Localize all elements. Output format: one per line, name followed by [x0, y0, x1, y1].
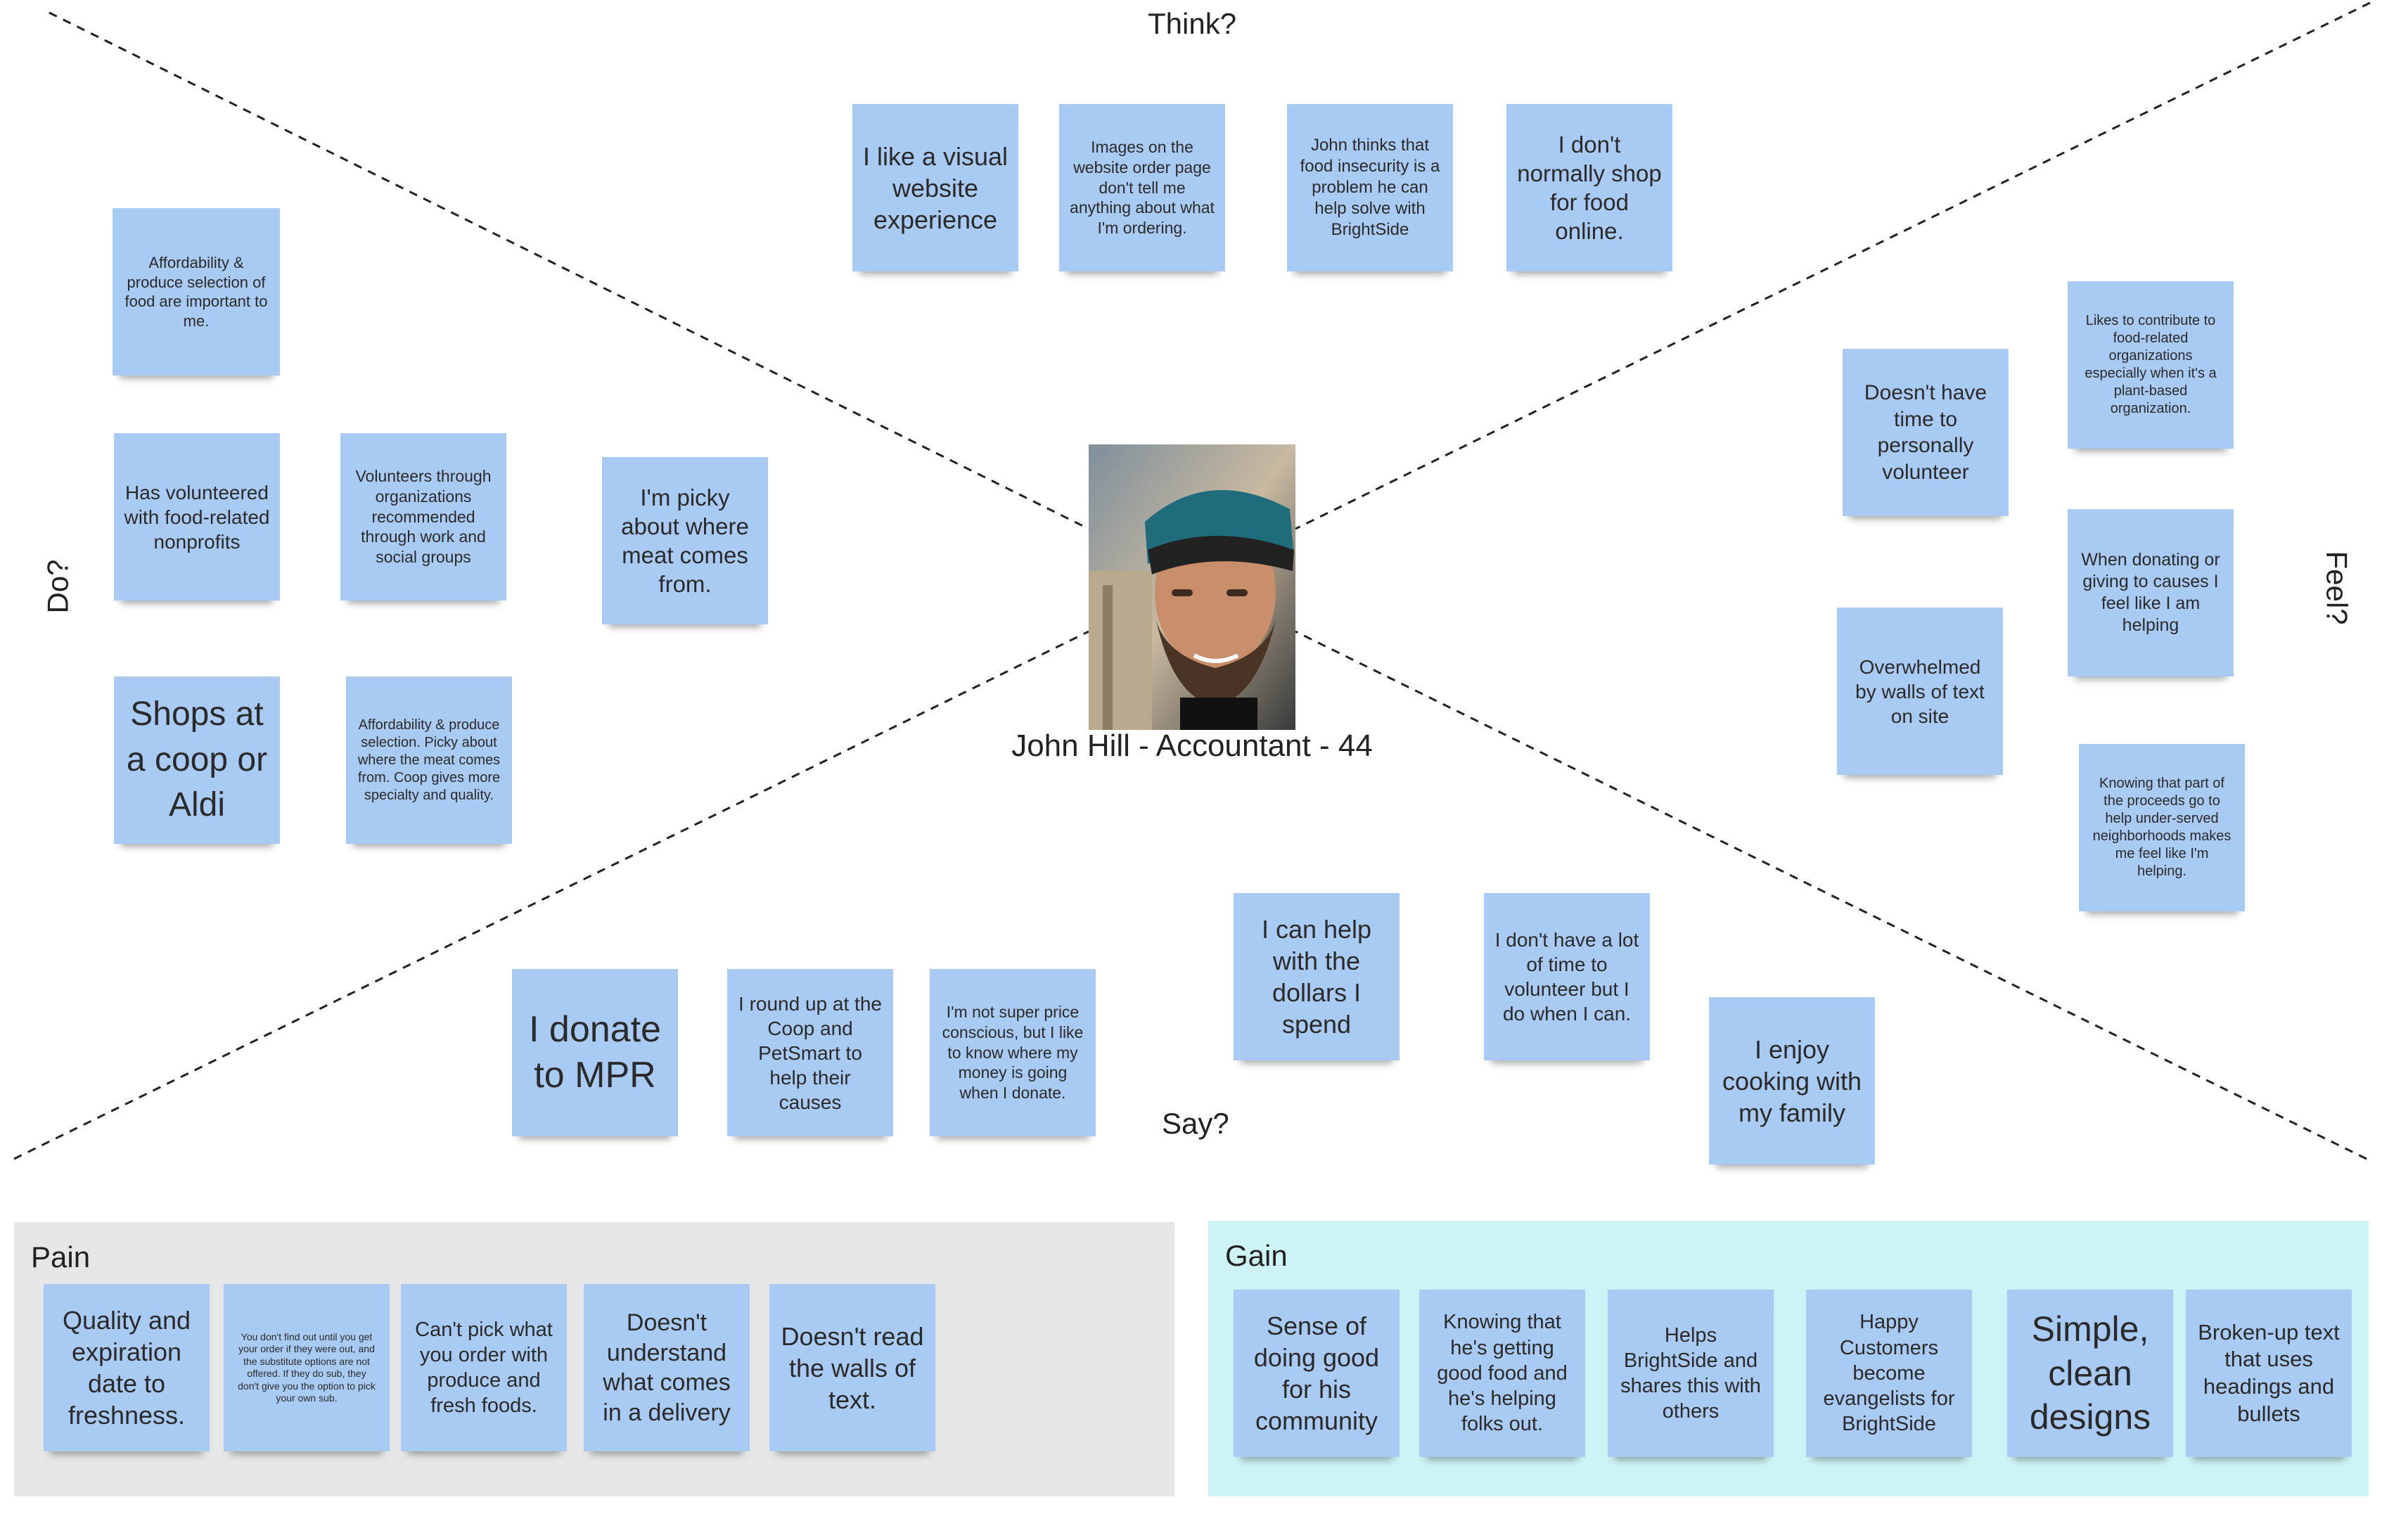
note-text: You don't find out until you get your or…	[238, 1330, 376, 1404]
say-label: Say?	[1162, 1107, 1229, 1140]
say-note[interactable]: I don't have a lot of time to volunteer …	[1484, 893, 1650, 1060]
pain-note[interactable]: Quality and expiration date to freshness…	[44, 1284, 210, 1451]
do-note[interactable]: Shops at a coop or Aldi	[114, 676, 280, 844]
note-text: Affordability & produce selection. Picky…	[357, 717, 501, 803]
gain-title: Gain	[1225, 1239, 1288, 1272]
feel-label: Feel?	[2320, 551, 2354, 625]
feel-note[interactable]: Knowing that part of the proceeds go to …	[2079, 744, 2245, 911]
note-text: Doesn't have time to personally voluntee…	[1864, 381, 1987, 484]
note-text: Doesn't read the walls of text.	[781, 1321, 924, 1414]
feel-note[interactable]: Doesn't have time to personally voluntee…	[1843, 349, 2009, 516]
persona-name: John Hill - Accountant - 44	[1011, 729, 1373, 763]
say-note[interactable]: I can help with the dollars I spend	[1234, 893, 1400, 1060]
note-text: Helps BrightSide and shares this with ot…	[1620, 1323, 1761, 1423]
gain-note[interactable]: Happy Customers become evangelists for B…	[1806, 1290, 1972, 1457]
note-text: Doesn't understand what comes in a deliv…	[603, 1309, 731, 1426]
divider-line-bottom-right	[1295, 630, 2367, 1160]
divider-line-top-left	[49, 11, 1089, 530]
gain-note[interactable]: Knowing that he's getting good food and …	[1419, 1290, 1585, 1457]
pain-note[interactable]: Doesn't understand what comes in a deliv…	[584, 1284, 750, 1451]
think-label: Think?	[1148, 7, 1237, 40]
feel-note[interactable]: When donating or giving to causes I feel…	[2068, 509, 2234, 676]
do-note[interactable]: Volunteers through organizations recomme…	[340, 433, 506, 601]
gain-note[interactable]: Helps BrightSide and shares this with ot…	[1608, 1290, 1774, 1457]
think-note[interactable]: Images on the website order page don't t…	[1059, 104, 1225, 271]
think-note[interactable]: I like a visual website experience	[852, 104, 1018, 271]
note-text: I'm not super price conscious, but I lik…	[942, 1003, 1084, 1103]
do-note[interactable]: Has volunteered with food-related nonpro…	[114, 433, 280, 601]
do-note[interactable]: Affordability & produce selection of foo…	[113, 208, 280, 376]
note-text: Images on the website order page don't t…	[1070, 138, 1215, 238]
note-text: Shops at a coop or Aldi	[126, 695, 268, 824]
note-text: Knowing that he's getting good food and …	[1437, 1311, 1568, 1436]
feel-note[interactable]: Overwhelmed by walls of text on site	[1837, 608, 2003, 775]
gain-note[interactable]: Sense of doing good for his community	[1234, 1290, 1400, 1457]
note-text: I enjoy cooking with my family	[1722, 1034, 1862, 1127]
divider-line-bottom-left	[13, 630, 1089, 1160]
note-text: Affordability & produce selection of foo…	[124, 254, 268, 330]
do-label: Do?	[41, 559, 75, 614]
think-note[interactable]: John thinks that food insecurity is a pr…	[1287, 104, 1453, 271]
note-text: I like a visual website experience	[862, 141, 1008, 234]
say-note[interactable]: I'm not super price conscious, but I lik…	[930, 969, 1096, 1136]
persona-photo	[1089, 444, 1295, 730]
pain-note[interactable]: You don't find out until you get your or…	[224, 1284, 390, 1451]
gain-panel: Gain	[1208, 1221, 2369, 1496]
note-text: When donating or giving to causes I feel…	[2081, 549, 2220, 636]
divider-line-top-right	[1295, 1, 2371, 530]
note-text: Simple, clean designs	[2029, 1309, 2151, 1437]
note-text: Knowing that part of the proceeds go to …	[2092, 776, 2231, 879]
pain-title: Pain	[31, 1240, 91, 1273]
note-text: I can help with the dollars I spend	[1261, 915, 1372, 1039]
pain-note[interactable]: Can't pick what you order with produce a…	[401, 1284, 567, 1451]
do-note[interactable]: Affordability & produce selection. Picky…	[346, 676, 512, 844]
say-note[interactable]: I round up at the Coop and PetSmart to h…	[727, 969, 893, 1136]
note-text: Quality and expiration date to freshness…	[62, 1306, 191, 1430]
note-text: I round up at the Coop and PetSmart to h…	[738, 992, 882, 1113]
note-text: Sense of doing good for his community	[1253, 1311, 1380, 1435]
note-text: I don't normally shop for food online.	[1517, 131, 1662, 245]
do-note[interactable]: I'm picky about where meat comes from.	[602, 457, 768, 624]
note-text: I'm picky about where meat comes from.	[621, 484, 749, 598]
gain-note[interactable]: Simple, clean designs	[2007, 1290, 2173, 1457]
think-note[interactable]: I don't normally shop for food online.	[1506, 104, 1672, 271]
feel-note[interactable]: Likes to contribute to food-related orga…	[2068, 281, 2234, 449]
note-text: Can't pick what you order with produce a…	[415, 1318, 553, 1418]
note-text: I don't have a lot of time to volunteer …	[1494, 929, 1639, 1025]
pain-note[interactable]: Doesn't read the walls of text.	[769, 1284, 935, 1451]
say-note[interactable]: I donate to MPR	[512, 969, 678, 1136]
gain-note[interactable]: Broken-up text that uses headings and bu…	[2186, 1290, 2352, 1457]
note-text: Broken-up text that uses headings and bu…	[2198, 1319, 2340, 1426]
person-photo-icon	[1089, 444, 1295, 730]
note-text: Overwhelmed by walls of text on site	[1855, 655, 1985, 727]
say-note[interactable]: I enjoy cooking with my family	[1709, 997, 1875, 1164]
note-text: Volunteers through organizations recomme…	[355, 467, 492, 567]
note-text: John thinks that food insecurity is a pr…	[1300, 136, 1440, 239]
note-text: Has volunteered with food-related nonpro…	[124, 481, 270, 553]
note-text: Happy Customers become evangelists for B…	[1823, 1311, 1955, 1436]
note-text: I donate to MPR	[529, 1009, 661, 1096]
note-text: Likes to contribute to food-related orga…	[2085, 313, 2217, 416]
